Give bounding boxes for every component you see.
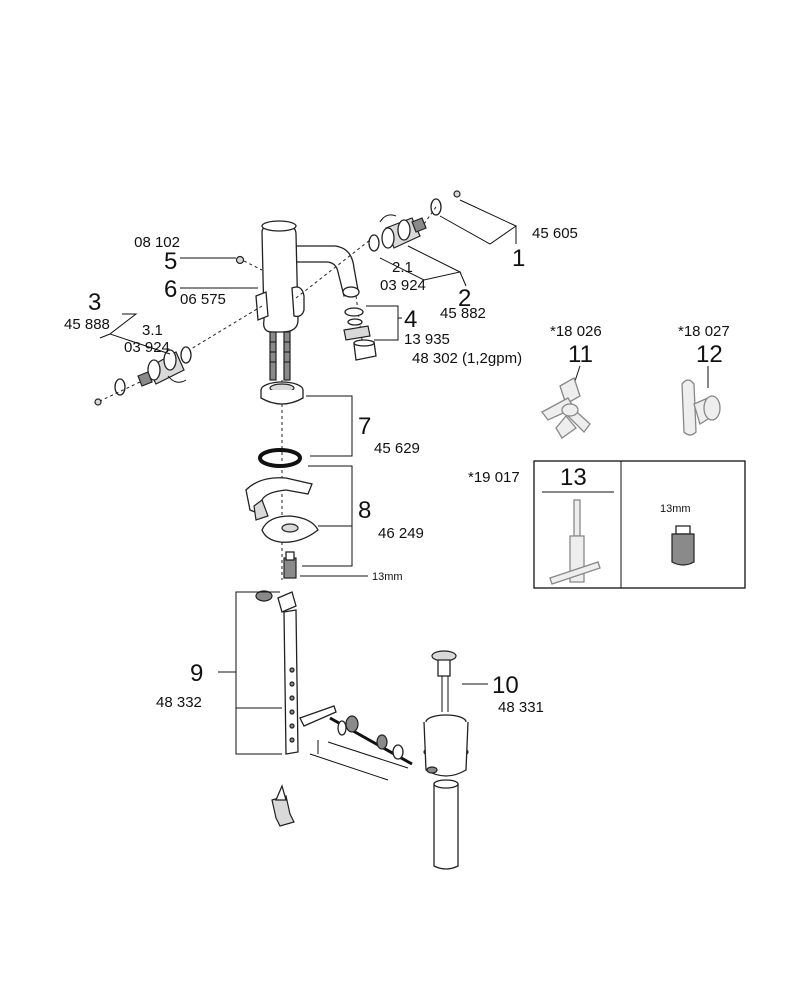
callout-3-1-code: 03 924 bbox=[124, 339, 170, 356]
callout-12-number: 12 bbox=[696, 341, 723, 368]
callout-5-code: 08 102 bbox=[134, 234, 180, 251]
cartridge-right[interactable] bbox=[368, 190, 461, 252]
cartridge-left[interactable] bbox=[94, 346, 192, 406]
o-ring[interactable] bbox=[258, 448, 302, 468]
callout-9-number: 9 bbox=[190, 660, 203, 687]
lift-rod[interactable] bbox=[255, 590, 299, 755]
wrench-tool[interactable] bbox=[549, 499, 601, 585]
lever-handle[interactable] bbox=[681, 379, 721, 436]
callout-8-number: 8 bbox=[358, 497, 371, 524]
callout-4-code-a: 13 935 bbox=[404, 331, 450, 348]
callout-12-code: *18 027 bbox=[678, 323, 730, 340]
callout-10-number: 10 bbox=[492, 672, 519, 699]
callout-2-1-number: 2.1 bbox=[392, 259, 413, 276]
callout-7-code: 45 629 bbox=[374, 440, 420, 457]
callout-6-code: 06 575 bbox=[180, 291, 226, 308]
faucet-body[interactable] bbox=[255, 220, 360, 381]
cross-handle[interactable] bbox=[541, 377, 591, 439]
set-screw-5[interactable] bbox=[235, 255, 245, 265]
callout-4-label: 4 bbox=[404, 306, 417, 333]
callout-1-number: 1 bbox=[512, 245, 525, 272]
aerator[interactable] bbox=[343, 307, 377, 361]
callout-4-code-b: 48 302 (1,2gpm) bbox=[412, 350, 522, 367]
callout-6-number: 6 bbox=[164, 276, 177, 303]
callout-5-number: 5 bbox=[164, 248, 177, 275]
callout-2-number: 2 bbox=[458, 285, 471, 312]
callout-8-code: 46 249 bbox=[378, 525, 424, 542]
callout-8-note: 13mm bbox=[372, 571, 403, 583]
callout-13-note: 13mm bbox=[660, 503, 691, 515]
callout-9-code: 48 332 bbox=[156, 694, 202, 711]
callout-11-code: *18 026 bbox=[550, 323, 602, 340]
callout-13-code: *19 017 bbox=[468, 469, 520, 486]
callout-7-number: 7 bbox=[358, 413, 371, 440]
clip[interactable] bbox=[271, 784, 295, 827]
mounting-bracket[interactable] bbox=[245, 477, 319, 579]
callout-3-number: 3 bbox=[88, 289, 101, 316]
callout-3-code: 45 888 bbox=[64, 316, 110, 333]
pop-up-drain[interactable] bbox=[423, 650, 469, 870]
callout-1-code: 45 605 bbox=[532, 225, 578, 242]
mounting-gasket[interactable] bbox=[260, 381, 304, 405]
callout-3-1-number: 3.1 bbox=[142, 322, 163, 339]
pivot-rod[interactable] bbox=[299, 705, 413, 766]
socket-adapter[interactable] bbox=[671, 525, 695, 566]
callout-13-number: 13 bbox=[560, 464, 587, 491]
callout-2-code: 45 882 bbox=[440, 305, 486, 322]
tool-box bbox=[533, 460, 746, 589]
callout-2-1-code: 03 924 bbox=[380, 277, 426, 294]
callout-11-number: 11 bbox=[568, 341, 593, 368]
callout-10-code: 48 331 bbox=[498, 699, 544, 716]
